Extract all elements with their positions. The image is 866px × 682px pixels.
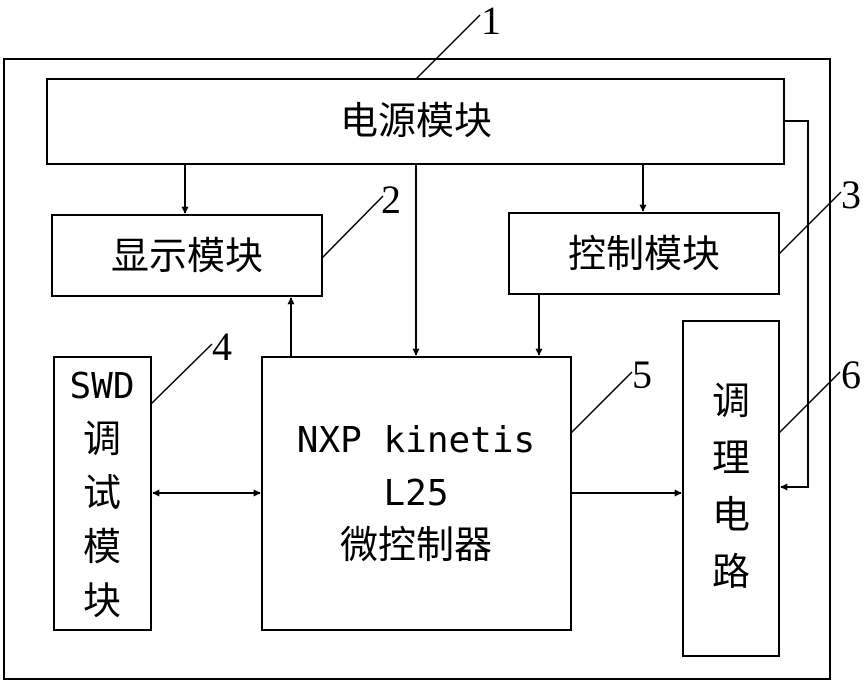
control-module-label: 控制模块	[568, 232, 720, 276]
callout-number-2: 2	[381, 177, 401, 222]
arrow-power-to-conditioning	[781, 121, 808, 487]
swd-label-line-1: SWD	[69, 366, 134, 407]
swd-label-line-4: 模	[83, 525, 121, 569]
callout-leader-1	[416, 15, 480, 79]
conditioning-circuit: 调 理 电 路	[683, 321, 779, 656]
callout-number-3: 3	[841, 172, 861, 217]
callout-number-6: 6	[841, 352, 861, 397]
callout-leader-4	[151, 344, 212, 404]
control-module: 控制模块	[509, 213, 779, 294]
mcu-label-line-1: NXP kinetis	[297, 420, 535, 461]
mcu-label-line-3: 微控制器	[340, 523, 492, 567]
conditioning-label-line-2: 理	[712, 436, 750, 480]
callout-number-4: 4	[212, 324, 232, 369]
swd-debug-module: SWD 调 试 模 块	[54, 357, 151, 630]
swd-label-line-3: 试	[83, 471, 121, 515]
display-module: 显示模块	[52, 215, 322, 296]
display-module-label: 显示模块	[111, 234, 263, 278]
callout-number-5: 5	[632, 352, 652, 397]
power-module: 电源模块	[47, 79, 784, 164]
callout-leader-3	[779, 192, 841, 254]
swd-label-line-2: 调	[83, 417, 121, 461]
conditioning-label-line-4: 路	[712, 550, 750, 594]
swd-label-line-5: 块	[83, 579, 121, 623]
power-module-label: 电源模块	[340, 99, 492, 143]
conditioning-label-line-3: 电	[712, 493, 750, 537]
callout-leader-2	[322, 196, 383, 258]
conditioning-label-line-1: 调	[712, 379, 750, 423]
mcu-module: NXP kinetis L25 微控制器	[262, 357, 571, 630]
callout-leader-5	[571, 372, 632, 433]
callout-number-1: 1	[481, 0, 501, 43]
mcu-label-line-2: L25	[383, 473, 448, 514]
